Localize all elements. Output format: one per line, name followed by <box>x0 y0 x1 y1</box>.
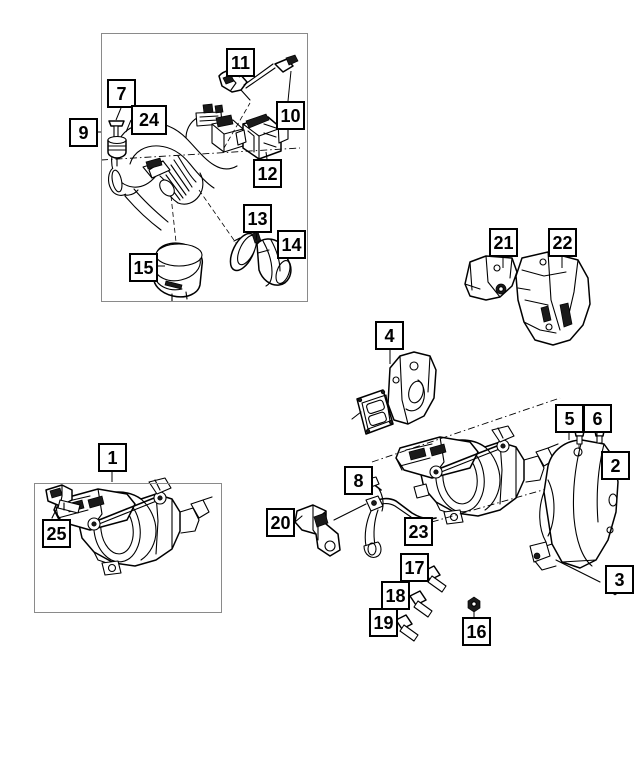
callout-heat-shield-large[interactable]: 22 <box>548 228 577 257</box>
callout-number: 3 <box>614 569 625 590</box>
callout-number: 1 <box>107 447 118 468</box>
turbocharger-assembly-frame <box>34 483 222 613</box>
callout-turbocharger-assembly[interactable]: 1 <box>98 443 127 472</box>
callout-map-sensor[interactable]: 11 <box>226 48 255 77</box>
manifold-gasket-bracket-art <box>351 350 437 435</box>
callout-intake-screw[interactable]: 7 <box>107 79 136 108</box>
callout-stud-bolt-long[interactable]: 5 <box>555 404 584 433</box>
callout-number: 24 <box>138 110 160 130</box>
intake-assembly-art <box>98 54 301 302</box>
callout-mounting-bracket[interactable]: 20 <box>266 508 295 537</box>
callout-hose-clamp[interactable]: 13 <box>243 204 272 233</box>
callout-boost-solenoid[interactable]: 25 <box>42 519 71 548</box>
callout-number: 6 <box>592 408 603 429</box>
heat-shields-art <box>464 251 591 346</box>
callout-temperature-sensor[interactable]: 10 <box>276 101 305 130</box>
turbocharger-framed-art <box>45 458 213 576</box>
callout-number: 18 <box>385 585 406 606</box>
callout-number: 23 <box>408 521 429 542</box>
callout-manifold-nut[interactable]: 3 <box>605 565 634 594</box>
callout-air-duct-coupling[interactable]: 15 <box>129 253 158 282</box>
callout-number: 17 <box>404 557 425 578</box>
callout-number: 19 <box>373 612 394 633</box>
callout-number: 7 <box>116 83 127 104</box>
callout-bolt-flange-b[interactable]: 18 <box>381 581 410 610</box>
callout-intake-grommet[interactable]: 24 <box>131 105 167 135</box>
callout-number: 22 <box>552 232 573 253</box>
callout-number: 11 <box>230 52 251 73</box>
throttle-body-art <box>235 113 289 160</box>
callout-number: 16 <box>466 621 487 642</box>
callout-stud-bolt-short[interactable]: 6 <box>583 404 612 433</box>
air-duct-coupling-art <box>152 242 204 302</box>
callout-throttle-body[interactable]: 12 <box>253 159 282 188</box>
callout-number: 15 <box>133 257 154 278</box>
callout-hex-nut[interactable]: 16 <box>462 617 491 646</box>
callout-number: 21 <box>493 232 514 253</box>
callout-oil-return-line[interactable]: 23 <box>404 517 433 546</box>
callout-number: 4 <box>384 325 395 346</box>
callout-intake-assembly-group[interactable]: 9 <box>69 118 98 147</box>
callout-number: 8 <box>353 470 364 491</box>
callout-oil-feed-pipe[interactable]: 8 <box>344 466 373 495</box>
callout-number: 14 <box>281 234 302 255</box>
callout-exhaust-manifold[interactable]: 2 <box>601 451 630 480</box>
callout-number: 5 <box>564 408 575 429</box>
callout-number: 9 <box>78 122 89 143</box>
temperature-sensor-art <box>243 54 299 89</box>
callout-exhaust-manifold-gasket-bracket[interactable]: 4 <box>375 321 404 350</box>
intake-assembly-frame <box>101 33 308 302</box>
callout-number: 20 <box>270 512 291 533</box>
callout-number: 10 <box>280 105 301 126</box>
callout-number: 25 <box>46 523 67 544</box>
callout-number: 13 <box>247 208 268 229</box>
callout-bolt-flange-a[interactable]: 17 <box>400 553 429 582</box>
callout-number: 12 <box>257 163 278 184</box>
callout-intake-hose[interactable]: 14 <box>277 230 306 259</box>
fasteners-art <box>392 565 481 642</box>
callout-heat-shield-small[interactable]: 21 <box>489 228 518 257</box>
turbocharger-center-art <box>371 397 613 531</box>
intake-grommet-art <box>107 135 127 167</box>
callout-number: 2 <box>610 455 621 476</box>
callout-bolt-flange-c[interactable]: 19 <box>369 608 398 637</box>
mounting-bracket-art <box>290 504 341 557</box>
